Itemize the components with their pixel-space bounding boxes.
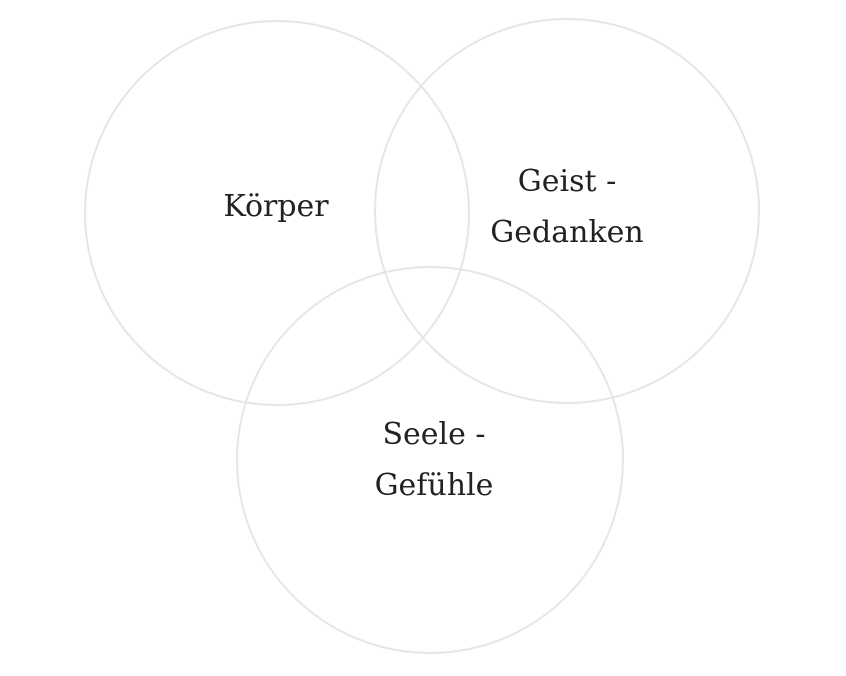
label-koerper-line-1: Körper: [223, 189, 329, 224]
label-geist: Geist - Gedanken: [467, 156, 667, 258]
label-seele-line-2: Gefühle: [374, 468, 494, 503]
venn-circle-seele: [236, 266, 624, 654]
label-geist-line-2: Gedanken: [490, 215, 644, 250]
label-koerper: Körper: [176, 181, 376, 232]
label-seele: Seele - Gefühle: [334, 409, 534, 511]
label-geist-line-1: Geist -: [517, 164, 617, 199]
label-seele-line-1: Seele -: [382, 417, 486, 452]
